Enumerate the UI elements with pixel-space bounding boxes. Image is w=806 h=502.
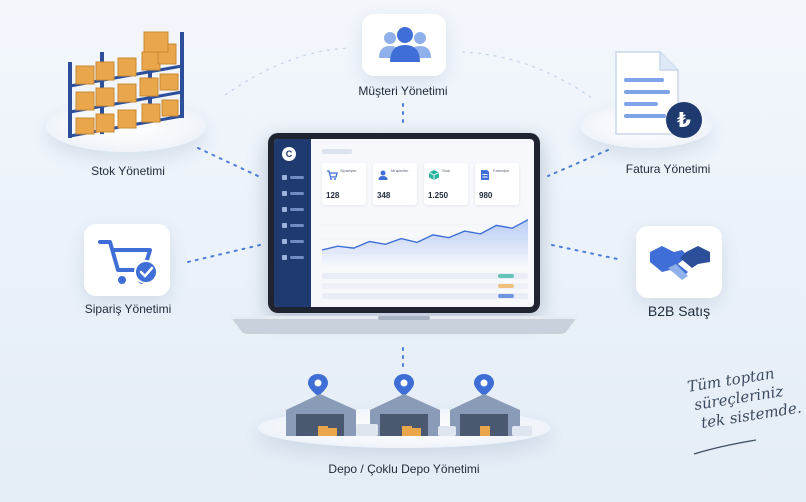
kpi-card-customers[interactable]: Müşteriler 348 — [373, 163, 417, 205]
chart-area-fill — [322, 219, 528, 267]
kpi-card-stock[interactable]: Stok 1.250 — [424, 163, 468, 205]
invoice-icon — [615, 51, 702, 138]
sidebar-icon[interactable] — [282, 255, 287, 260]
sidebar-icon[interactable] — [282, 191, 287, 196]
customers-tile[interactable] — [362, 14, 446, 76]
status-badge — [498, 274, 514, 278]
stock-label: Stok Yönetimi — [91, 164, 165, 178]
tagline-underline — [693, 439, 757, 455]
chart-series-line — [322, 219, 528, 251]
warehouses-icon — [286, 374, 532, 436]
table-row[interactable] — [322, 293, 528, 299]
users-group-icon — [379, 27, 431, 62]
b2b-label: B2B Satış — [647, 303, 711, 319]
laptop-screen: C Siparişler 128 Müşteriler 348 — [268, 133, 540, 313]
sidebar-icon[interactable] — [282, 207, 287, 212]
app-logo: C — [282, 147, 296, 161]
kpi-label: Faturalar — [493, 168, 510, 173]
kpi-value: 128 — [326, 191, 340, 200]
lira-symbol: ₺ — [677, 110, 691, 132]
kpi-card-invoices[interactable]: Faturalar 980 — [475, 163, 519, 205]
box-icon — [428, 170, 440, 180]
dashboard-sidebar: C — [274, 139, 311, 307]
shelf-boxes-icon — [68, 31, 184, 138]
dashboard-area-chart — [322, 219, 528, 267]
sidebar-icon[interactable] — [282, 239, 287, 244]
user-icon — [378, 170, 388, 180]
kpi-card-orders[interactable]: Siparişler 128 — [322, 163, 366, 205]
b2b-tile[interactable] — [636, 226, 722, 298]
handshake-icon — [650, 246, 710, 280]
kpi-label: Müşteriler — [391, 168, 409, 173]
laptop-base — [230, 316, 578, 334]
kpi-label: Stok — [442, 168, 451, 173]
dashboard-screen: C Siparişler 128 Müşteriler 348 — [274, 139, 534, 307]
invoice-label: Fatura Yönetimi — [625, 162, 711, 176]
table-row[interactable] — [322, 273, 528, 279]
kpi-value: 348 — [377, 191, 391, 200]
warehouse-label: Depo / Çoklu Depo Yönetimi — [328, 462, 480, 476]
orders-label: Sipariş Yönetimi — [84, 302, 172, 316]
kpi-label: Siparişler — [340, 168, 357, 173]
status-badge — [498, 284, 514, 288]
invoice-icon — [481, 170, 489, 180]
dashboard-title-bar — [322, 149, 352, 154]
sidebar-icon[interactable] — [282, 223, 287, 228]
kpi-value: 980 — [479, 191, 493, 200]
orders-tile[interactable] — [84, 224, 170, 296]
status-badge — [498, 294, 514, 298]
customers-label: Müşteri Yönetimi — [358, 84, 448, 98]
cart-icon — [327, 170, 338, 180]
kpi-value: 1.250 — [428, 191, 449, 200]
sidebar-icon[interactable] — [282, 175, 287, 180]
table-row[interactable] — [322, 283, 528, 289]
cart-check-icon — [98, 240, 158, 284]
